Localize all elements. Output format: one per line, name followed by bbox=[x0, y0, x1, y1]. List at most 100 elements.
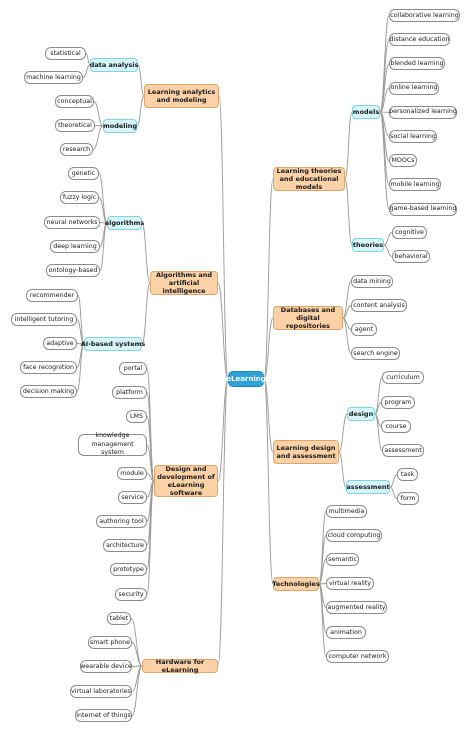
leaf-semantic[interactable]: semantic bbox=[326, 553, 359, 566]
leaf-content-analysis[interactable]: content analysis bbox=[351, 299, 407, 312]
leaf-tablet[interactable]: tablet bbox=[107, 612, 131, 625]
leaf-computer-network[interactable]: computer network bbox=[326, 650, 389, 663]
leaf-theoretical[interactable]: theoretical bbox=[55, 119, 95, 132]
connector-line bbox=[141, 282, 151, 345]
leaf-statistical[interactable]: statistical bbox=[45, 47, 86, 60]
leaf-face-recognition[interactable]: face recognition bbox=[20, 361, 77, 374]
leaf-program[interactable]: program bbox=[381, 396, 415, 409]
topic-databases[interactable]: Databases and digital repositories bbox=[273, 306, 343, 330]
connector-line bbox=[76, 343, 85, 392]
connector-line bbox=[130, 618, 143, 667]
leaf-game-based-learning[interactable]: game-based learning bbox=[389, 202, 457, 216]
topic-technologies[interactable]: Technologies bbox=[272, 577, 320, 591]
connector-line bbox=[379, 87, 390, 113]
leaf-internet-of-things[interactable]: internet of things bbox=[75, 709, 132, 722]
leaf-smart-phone[interactable]: smart phone bbox=[88, 636, 132, 649]
subtopic-data-analysis[interactable]: data analysis bbox=[90, 58, 138, 72]
connector-line bbox=[383, 244, 393, 257]
leaf-form[interactable]: form bbox=[397, 492, 419, 505]
leaf-animation[interactable]: animation bbox=[326, 626, 366, 639]
leaf-conceptual[interactable]: conceptual bbox=[55, 95, 94, 108]
leaf-intelligent-tutoring[interactable]: intelligent tutoring bbox=[11, 313, 77, 326]
connector-line bbox=[263, 178, 274, 380]
leaf-architecture[interactable]: architecture bbox=[103, 539, 147, 552]
leaf-personalized-learning[interactable]: personalized learning bbox=[389, 105, 457, 119]
connector-line bbox=[131, 665, 143, 716]
leaf-data-mining[interactable]: data mining bbox=[351, 275, 393, 288]
topic-algorithms-ai[interactable]: Algorithms and artificial intelligence bbox=[150, 271, 218, 295]
leaf-decision-making[interactable]: decision making bbox=[20, 385, 77, 398]
connector-line bbox=[379, 15, 390, 113]
leaf-module[interactable]: module bbox=[117, 467, 147, 480]
subtopic-algorithms[interactable]: algorithms bbox=[105, 216, 144, 230]
connector-line bbox=[217, 282, 229, 380]
leaf-assessment[interactable]: assessment bbox=[382, 444, 424, 457]
leaf-adaptive[interactable]: adaptive bbox=[43, 337, 77, 350]
leaf-mobile-learning[interactable]: mobile learning bbox=[389, 178, 441, 192]
topic-hardware[interactable]: Hardware for eLearning bbox=[142, 658, 218, 674]
connector-line bbox=[338, 451, 347, 488]
connector-line bbox=[217, 378, 229, 482]
leaf-virtual-laboratories[interactable]: virtual laboratories bbox=[70, 685, 132, 698]
leaf-deep-learning[interactable]: deep learning bbox=[50, 240, 100, 253]
connector-line bbox=[379, 63, 390, 113]
leaf-cognitive[interactable]: cognitive bbox=[392, 226, 427, 239]
connector-line bbox=[131, 665, 143, 667]
topic-learning-analytics[interactable]: Learning analytics and modeling bbox=[144, 84, 219, 108]
connector-line bbox=[218, 95, 229, 380]
leaf-security[interactable]: security bbox=[115, 588, 147, 601]
connector-line bbox=[99, 222, 108, 271]
leaf-augmented-reality[interactable]: augmented reality bbox=[326, 601, 387, 614]
leaf-collaborative-learning[interactable]: collaborative learning bbox=[389, 9, 460, 22]
leaf-machine-learning[interactable]: machine learning bbox=[24, 71, 83, 84]
leaf-agent[interactable]: agent bbox=[351, 323, 377, 336]
subtopic-assessment[interactable]: assessment bbox=[346, 480, 390, 494]
leaf-behavioral[interactable]: behavioral bbox=[392, 250, 430, 263]
leaf-portal[interactable]: portal bbox=[119, 362, 147, 375]
leaf-distance-education[interactable]: distance education bbox=[389, 33, 450, 47]
leaf-moocs[interactable]: MOOCs bbox=[389, 154, 417, 168]
connector-line bbox=[98, 197, 108, 224]
leaf-prototype[interactable]: prototype bbox=[110, 563, 147, 576]
connector-line bbox=[342, 317, 352, 354]
topic-learning-design[interactable]: Learning design and assessment bbox=[273, 440, 339, 464]
leaf-genetic[interactable]: genetic bbox=[68, 167, 99, 180]
connector-line bbox=[141, 222, 151, 284]
leaf-authoring-tool[interactable]: authoring tool bbox=[96, 515, 147, 528]
leaf-lms[interactable]: LMS bbox=[126, 410, 147, 423]
leaf-neural-networks[interactable]: neural networks bbox=[44, 216, 100, 229]
connector-line bbox=[137, 64, 145, 97]
leaf-task[interactable]: task bbox=[397, 468, 418, 481]
leaf-cloud-computing[interactable]: cloud computing bbox=[326, 529, 382, 542]
leaf-multimedia[interactable]: multimedia bbox=[326, 505, 367, 518]
leaf-course[interactable]: course bbox=[381, 420, 411, 433]
leaf-search-engine[interactable]: search engine bbox=[351, 347, 400, 360]
subtopic-theories[interactable]: theories bbox=[352, 238, 384, 252]
connector-line bbox=[342, 305, 352, 319]
leaf-curriculum[interactable]: curriculum bbox=[382, 371, 424, 384]
leaf-service[interactable]: service bbox=[118, 491, 147, 504]
leaf-knowledge-management-system[interactable]: knowledge management system bbox=[78, 432, 147, 456]
leaf-recommender[interactable]: recommender bbox=[26, 289, 78, 302]
topic-software-development[interactable]: Design and development of eLearning soft… bbox=[154, 465, 218, 497]
connector-line bbox=[374, 402, 382, 415]
leaf-platform[interactable]: platform bbox=[112, 386, 147, 399]
leaf-virtual-reality[interactable]: virtual reality bbox=[326, 577, 374, 590]
leaf-research[interactable]: research bbox=[60, 143, 93, 156]
connector-line bbox=[131, 642, 143, 667]
topic-learning-theories[interactable]: Learning theories and educational models bbox=[273, 167, 345, 191]
leaf-fuzzy-logic[interactable]: fuzzy logic bbox=[60, 191, 99, 204]
subtopic-modeling[interactable]: modeling bbox=[103, 119, 137, 133]
subtopic-design[interactable]: design bbox=[347, 407, 375, 421]
leaf-blended-learning[interactable]: blended learning bbox=[389, 57, 445, 71]
connector-line bbox=[342, 281, 352, 319]
leaf-ontology-based[interactable]: ontology-based bbox=[46, 264, 100, 277]
subtopic-models[interactable]: models bbox=[352, 105, 380, 119]
connector-line bbox=[389, 474, 398, 488]
subtopic-ai-based-systems[interactable]: AI-based systems bbox=[81, 337, 145, 351]
leaf-online-learning[interactable]: online learning bbox=[389, 81, 439, 95]
leaf-wearable-device[interactable]: wearable device bbox=[80, 660, 132, 673]
root-node-elearning[interactable]: eLearning bbox=[226, 371, 266, 387]
leaf-social-learning[interactable]: social learning bbox=[389, 130, 437, 143]
